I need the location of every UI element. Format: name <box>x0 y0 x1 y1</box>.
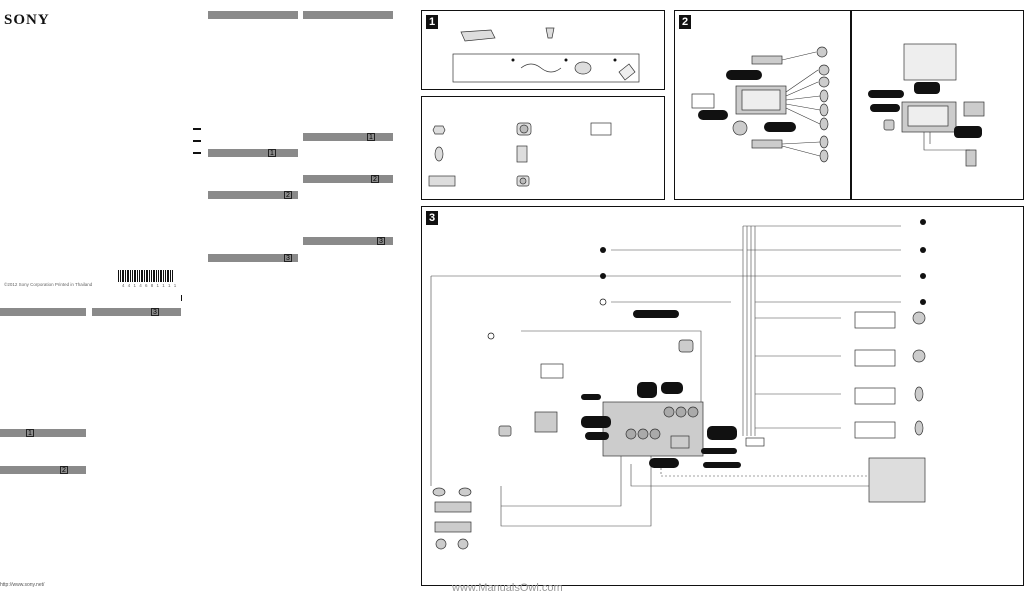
section-badge: 1 <box>26 429 34 437</box>
section-badge: 1 <box>367 133 375 141</box>
parts-list-illustration <box>428 122 612 187</box>
connection-diagram-2 <box>691 43 985 167</box>
barcode <box>118 270 173 282</box>
section-header-bar-2: 2 <box>303 175 393 183</box>
section-badge: 3 <box>284 254 292 262</box>
section-header-bar-1: 1 <box>303 133 393 141</box>
sony-logo: SONY <box>4 12 50 28</box>
watermark: www.ManualsOwl.com <box>452 582 563 594</box>
section-header-bar-1: 1 <box>0 429 86 437</box>
section-badge: 3 <box>377 237 385 245</box>
section-badge: 2 <box>284 191 292 199</box>
margin-tick <box>193 140 201 142</box>
panel-parts-list <box>421 96 665 200</box>
panel-number: 1 <box>426 15 438 29</box>
copyright: ©2012 Sony Corporation Printed in Thaila… <box>4 282 93 287</box>
section-header-bar <box>208 11 298 19</box>
margin-tick <box>193 152 201 154</box>
section-header-bar <box>0 308 86 316</box>
wiring-diagram-3 <box>430 219 926 550</box>
section-header-bar-2: 2 <box>208 191 298 199</box>
barcode-digits: 4 4 1 4 6 8 1 1 1 1 <box>122 283 178 288</box>
website-url: http://www.sony.net/ <box>0 582 45 588</box>
parts-illustration <box>452 27 640 83</box>
section-header-bar-3: 3 <box>208 254 298 262</box>
panel-number: 2 <box>679 15 691 29</box>
panel-1-parts: 1 <box>421 10 665 90</box>
panel-number: 3 <box>426 211 438 225</box>
section-badge: 3 <box>151 308 159 316</box>
section-header-bar <box>303 11 393 19</box>
section-badge: 1 <box>268 149 276 157</box>
section-header-bar-1: 1 <box>208 149 298 157</box>
margin-tick <box>193 128 201 130</box>
section-header-bar-3: 3 <box>303 237 393 245</box>
section-header-bar-3: 3 <box>92 308 181 316</box>
panel-divider <box>850 10 852 200</box>
section-badge: 2 <box>371 175 379 183</box>
divider <box>181 295 182 301</box>
section-badge: 2 <box>60 466 68 474</box>
section-header-bar-2: 2 <box>0 466 86 474</box>
